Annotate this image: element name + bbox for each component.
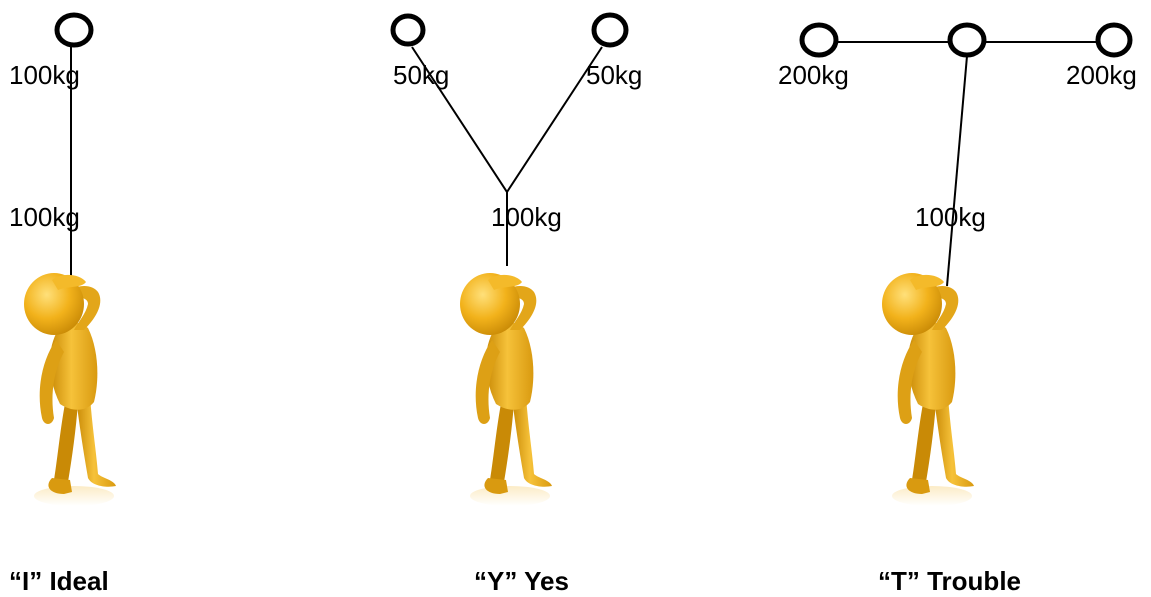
rope-vertical	[946, 55, 968, 287]
left-load-label: 50kg	[393, 60, 449, 90]
panel-caption: “Y” Yes	[474, 566, 569, 596]
right-load-label: 50kg	[586, 60, 642, 90]
rope-load-label: 100kg	[915, 202, 986, 232]
rope-load-label: 100kg	[9, 202, 80, 232]
anchor-ring-left	[390, 13, 426, 47]
panel-trouble: 200kg 200kg 100kg “T” Trouble	[778, 22, 1137, 596]
anchor-load-label: 100kg	[9, 60, 80, 90]
stick-figure-icon	[460, 273, 552, 506]
panel-caption: “T” Trouble	[878, 566, 1021, 596]
anchor-ring-right	[591, 12, 629, 48]
left-load-label: 200kg	[778, 60, 849, 90]
panel-ideal: 100kg 100kg “I” Ideal	[9, 12, 116, 596]
right-load-label: 200kg	[1066, 60, 1137, 90]
panel-yes: 50kg 50kg 100kg “Y” Yes	[390, 12, 642, 596]
rope-load-label: 100kg	[491, 202, 562, 232]
anchor-ring-right	[1095, 22, 1133, 58]
stick-figure-icon	[24, 273, 116, 506]
stick-figure-icon	[882, 273, 974, 506]
anchor-ring-center	[947, 22, 987, 58]
panel-caption: “I” Ideal	[9, 566, 109, 596]
anchor-ring	[54, 12, 94, 48]
anchor-ring-left	[799, 22, 839, 58]
